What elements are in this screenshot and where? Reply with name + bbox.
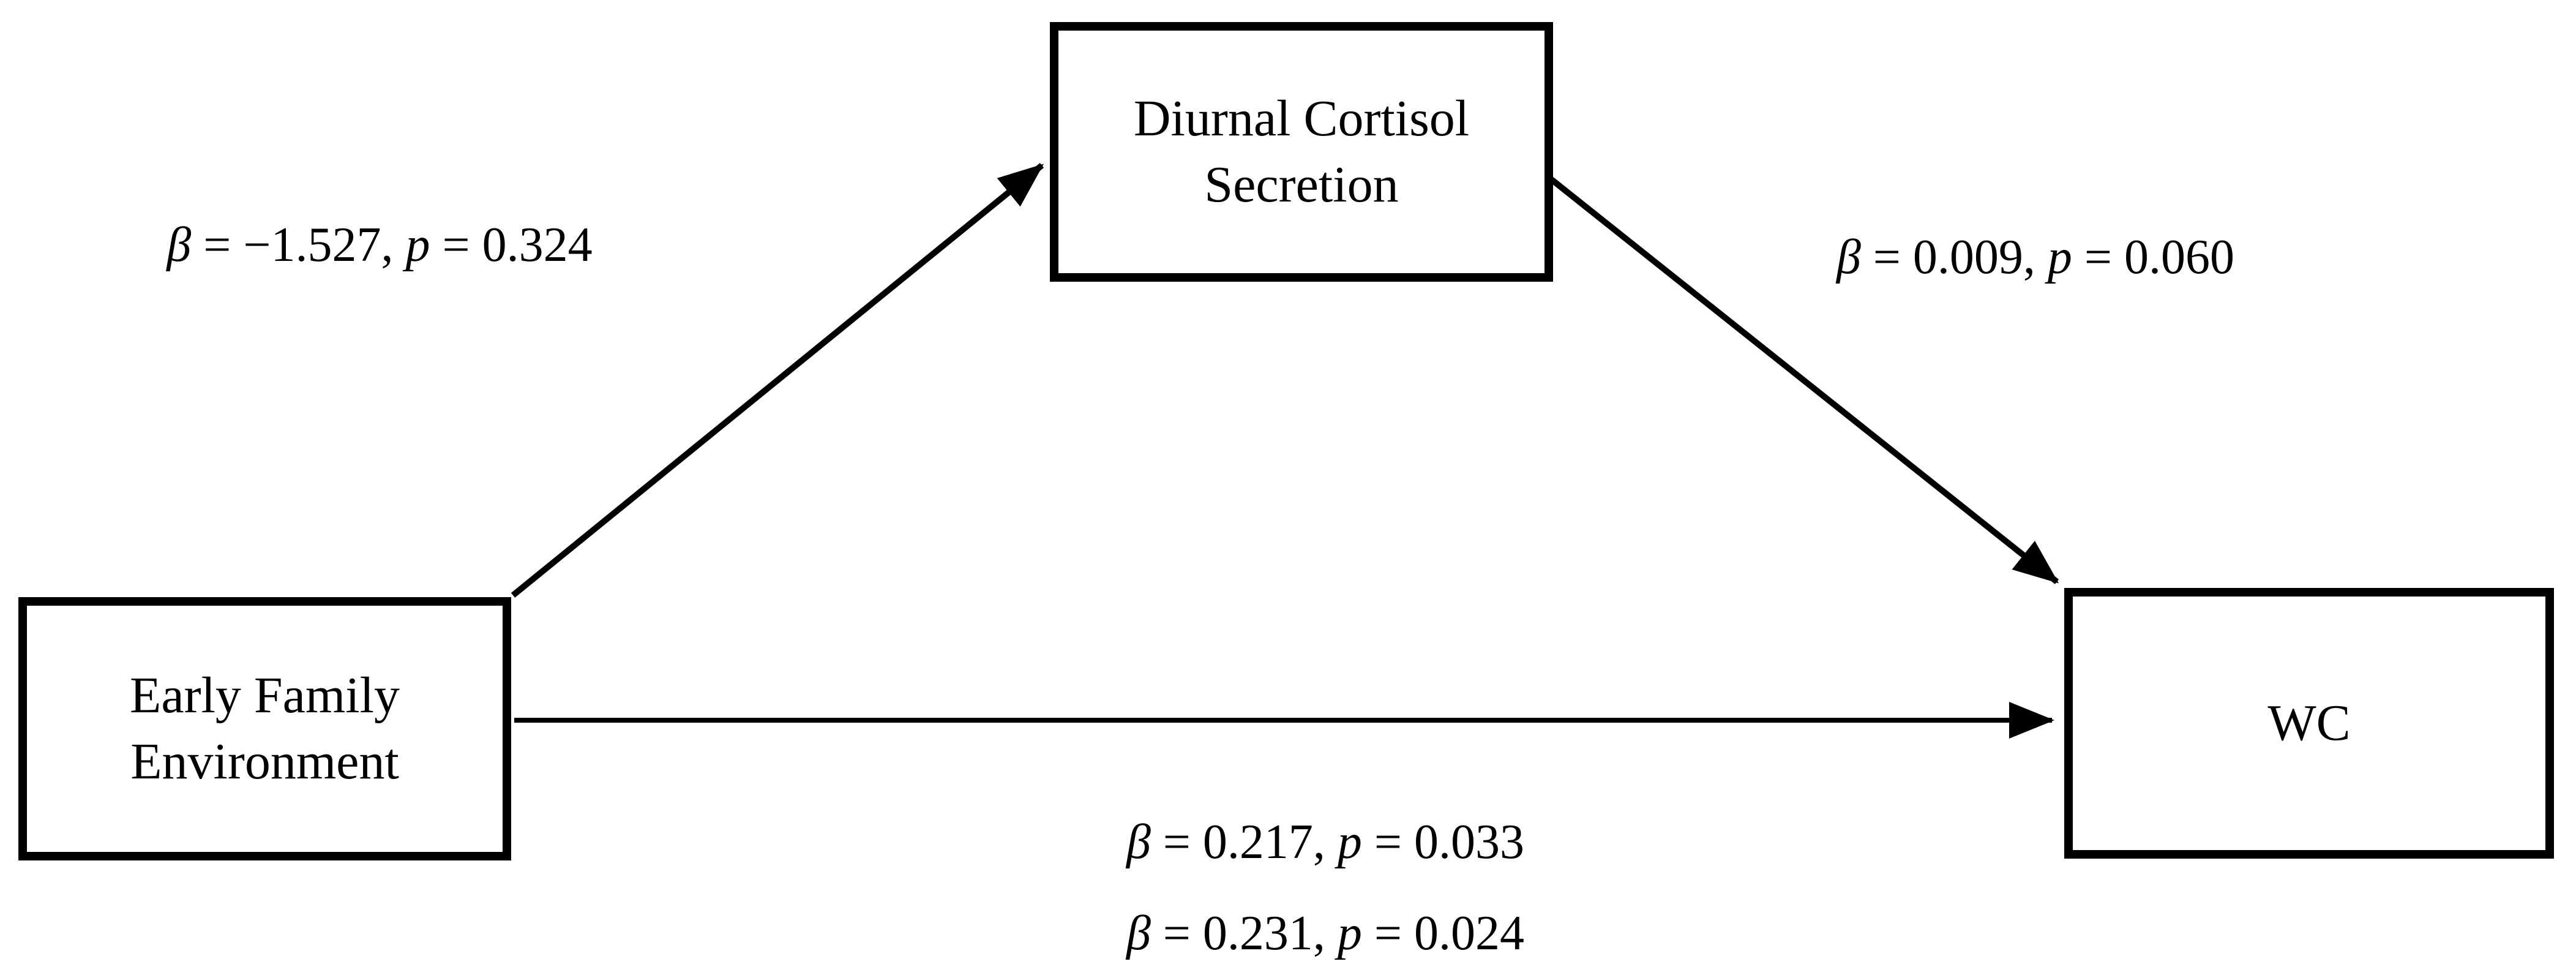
- beta-value: = 0.009,: [1860, 230, 2048, 284]
- beta-value: = −1.527,: [191, 218, 406, 272]
- path-a-coefficient-label: β = −1.527, p = 0.324: [167, 220, 592, 269]
- box-label-line: Environment: [130, 733, 399, 790]
- p-value: = 0.060: [2072, 230, 2235, 284]
- box-label-line: Secretion: [1204, 156, 1399, 213]
- p-symbol: p: [2047, 230, 2072, 284]
- box-diurnal-cortisol-secretion: Diurnal Cortisol Secretion: [1050, 22, 1553, 282]
- path-b-coefficient-label: β = 0.009, p = 0.060: [1837, 233, 2234, 282]
- beta-symbol: β: [167, 218, 192, 272]
- beta-symbol: β: [1126, 906, 1151, 960]
- p-value: = 0.033: [1361, 815, 1525, 869]
- box-early-family-environment: Early Family Environment: [18, 597, 511, 860]
- box-label-line: WC: [2267, 695, 2351, 752]
- beta-symbol: β: [1126, 815, 1151, 869]
- p-symbol: p: [1337, 815, 1362, 869]
- path-a-arrow: [511, 163, 1044, 598]
- box-label-line: Early Family: [130, 667, 400, 725]
- p-value: = 0.324: [430, 218, 593, 272]
- path-c-direct-effect-label: β = 0.231, p = 0.024: [1126, 909, 1524, 958]
- beta-value: = 0.217,: [1150, 815, 1338, 869]
- path-c-total-effect-label: β = 0.217, p = 0.033: [1126, 818, 1524, 867]
- p-symbol: p: [405, 218, 430, 272]
- p-symbol: p: [1337, 906, 1362, 960]
- beta-value: = 0.231,: [1150, 906, 1338, 960]
- path-b-arrow: [1548, 176, 2059, 584]
- beta-symbol: β: [1836, 230, 1861, 284]
- box-label-line: Diurnal Cortisol: [1133, 90, 1470, 148]
- box-wc: WC: [2064, 588, 2554, 859]
- p-value: = 0.024: [1361, 906, 1525, 960]
